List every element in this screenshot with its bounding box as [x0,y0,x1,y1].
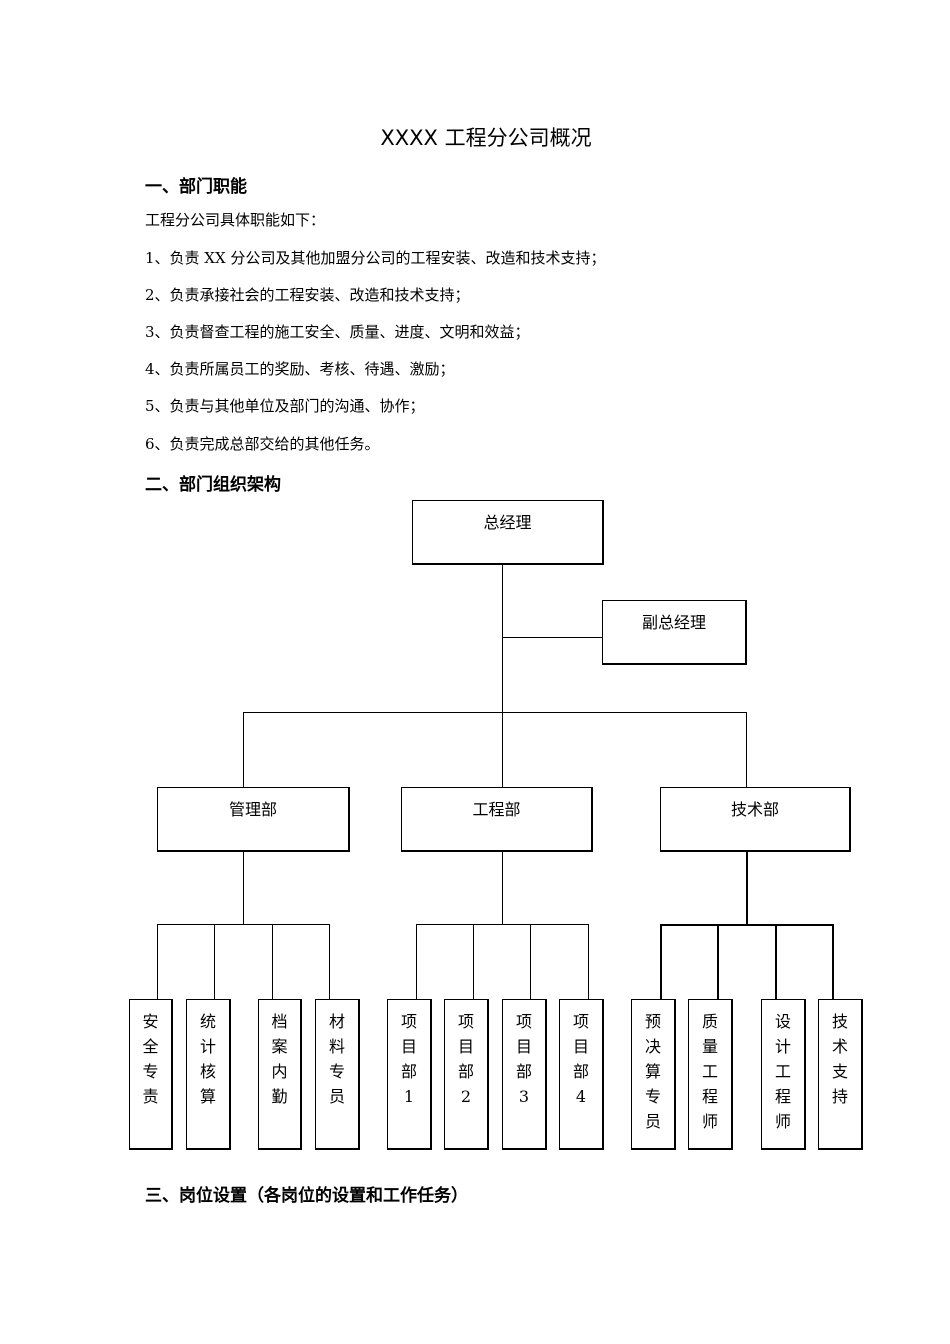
function-item-2: 2、负责承接社会的工程安装、改造和技术支持； [145,286,470,304]
org-box-role: 技术支持 [818,999,863,1150]
role-label: 设计工程师 [774,1012,791,1131]
org-box-label: 副总经理 [641,613,706,632]
function-item-3: 3、负责督查工程的施工安全、质量、进度、文明和效益； [145,323,530,341]
document-title: XXXX 工程分公司概况 [380,126,592,150]
role-label: 预决算专员 [644,1012,661,1131]
role-label: 安全专责 [142,1012,159,1106]
role-label: 技术支持 [831,1012,848,1106]
org-box-role: 质量工程师 [688,999,733,1150]
org-box-dept-management: 管理部 [157,787,350,852]
role-label: 项目部3 [515,1012,532,1106]
org-box-role: 统计核算 [186,999,231,1150]
role-label: 质量工程师 [701,1012,718,1131]
org-box-role: 项目部4 [559,999,604,1150]
org-box-label: 工程部 [472,800,521,819]
function-item-1: 1、负责 XX 分公司及其他加盟分公司的工程安装、改造和技术支持； [145,249,606,267]
role-label: 项目部2 [457,1012,474,1106]
role-label: 统计核算 [199,1012,216,1106]
org-box-label: 技术部 [730,800,779,819]
org-box-role: 预决算专员 [631,999,676,1150]
function-item-6: 6、负责完成总部交给的其他任务。 [145,435,380,453]
org-box-role: 项目部2 [444,999,489,1150]
org-box-role: 档案内勤 [258,999,302,1150]
org-box-role: 安全专责 [129,999,173,1150]
org-box-role: 项目部1 [387,999,432,1150]
function-item-5: 5、负责与其他单位及部门的沟通、协作； [145,397,425,415]
function-item-4: 4、负责所属员工的奖励、考核、待遇、激励； [145,360,455,378]
role-label: 材料专员 [328,1012,345,1106]
role-label: 档案内勤 [271,1012,288,1106]
org-box-role: 材料专员 [315,999,360,1150]
org-box-dept-technical: 技术部 [660,787,851,852]
org-box-label: 管理部 [228,800,277,819]
org-box-general-manager: 总经理 [412,500,604,565]
section3-heading: 三、岗位设置（各岗位的设置和工作任务） [145,1186,468,1206]
role-label: 项目部1 [400,1012,417,1106]
org-box-role: 项目部3 [502,999,547,1150]
section1-intro: 工程分公司具体职能如下： [145,211,326,229]
org-box-label: 总经理 [483,513,532,532]
section1-heading: 一、部门职能 [145,177,247,197]
section2-heading: 二、部门组织架构 [145,475,281,495]
org-box-role: 设计工程师 [761,999,806,1150]
org-box-dept-engineering: 工程部 [401,787,593,852]
org-box-deputy-manager: 副总经理 [602,600,747,665]
role-label: 项目部4 [572,1012,589,1106]
